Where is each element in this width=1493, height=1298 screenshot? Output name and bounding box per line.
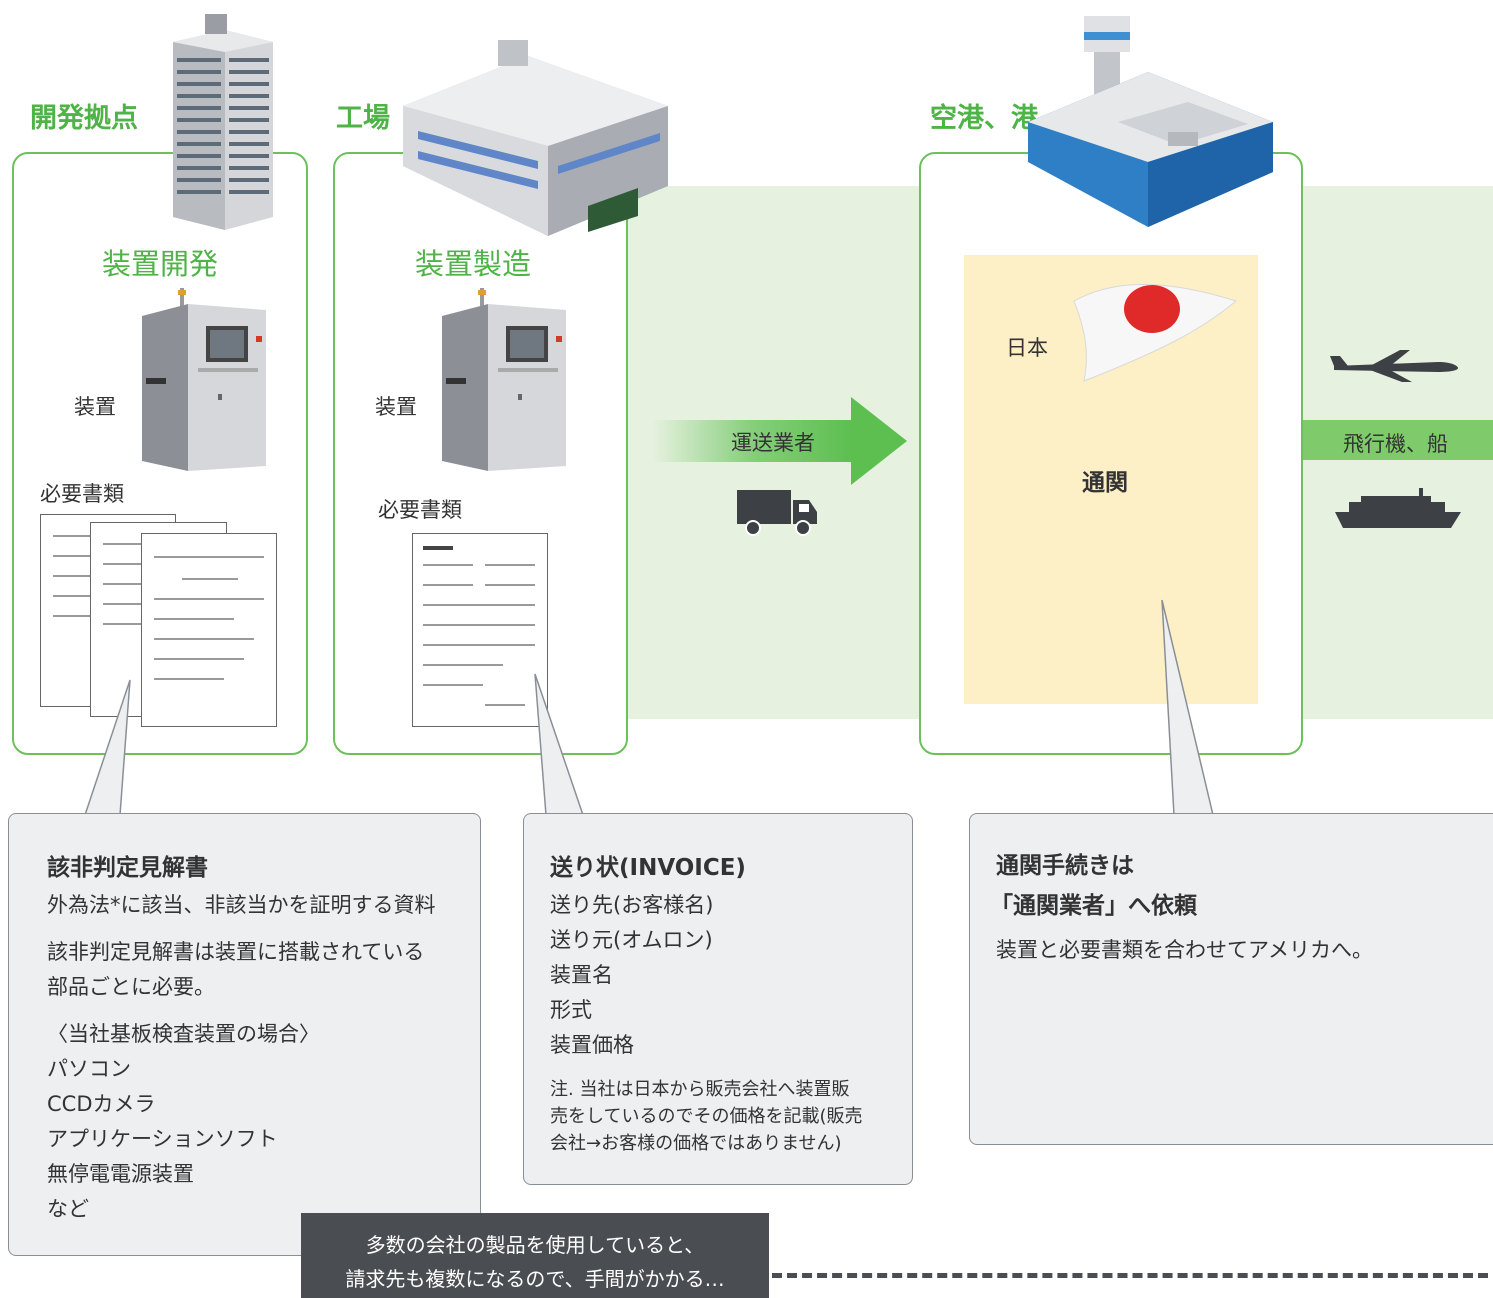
japan-flag-icon [1073, 284, 1238, 382]
port-heading: 空港、港 [930, 103, 1038, 134]
cost-banner: 多数の会社の製品を使用していると、 請求先も複数になるので、手間がかかる… [301, 1213, 769, 1298]
list-item: CCDカメラ [47, 1092, 156, 1116]
dev-title: 装置開発 [101, 247, 218, 281]
country-label: 日本 [1006, 336, 1048, 360]
customs-label: 通関 [1082, 470, 1128, 496]
callout-title: 「通関業者」へ依頼 [990, 893, 1197, 919]
list-item: など [47, 1197, 89, 1221]
dashed-connector [772, 1273, 1488, 1278]
list-item: 送り先(お客様名) [550, 893, 714, 917]
list-item: 装置価格 [550, 1033, 634, 1057]
factory-heading: 工場 [336, 103, 390, 134]
banner-line: 多数の会社の製品を使用していると、 [365, 1233, 705, 1257]
invoice-document [412, 533, 548, 727]
callout-text: 部品ごとに必要。 [47, 975, 215, 999]
factory-title: 装置製造 [414, 247, 531, 281]
list-item: 装置名 [550, 963, 613, 987]
list-item: アプリケーションソフト [47, 1127, 278, 1151]
callout-note: 注. 当社は日本から販売会社へ装置販 [550, 1079, 850, 1100]
customs-callout: 通関手続きは 「通関業者」へ依頼 装置と必要書類を合わせてアメリカへ。 [969, 813, 1493, 1145]
document-page [141, 533, 277, 727]
list-item: パソコン [47, 1057, 131, 1081]
callout-text: 装置と必要書類を合わせてアメリカへ。 [996, 938, 1373, 962]
office-building-icon [173, 14, 273, 230]
callout-note: 会社→お客様の価格ではありません) [550, 1133, 842, 1154]
callout-text: 該非判定見解書は装置に搭載されている [47, 940, 425, 964]
list-item: 送り元(オムロン) [550, 928, 713, 952]
airplane-icon [1330, 350, 1458, 382]
inspection-machine-icon [142, 288, 266, 471]
dev-heading: 開発拠点 [30, 103, 138, 134]
dev-device-label: 装置 [74, 395, 116, 419]
carrier-label: 運送業者 [731, 431, 815, 455]
factory-device-label: 装置 [375, 395, 417, 419]
dev-docs-label: 必要書類 [40, 482, 124, 506]
callout-title: 送り状(INVOICE) [550, 855, 746, 881]
truck-icon [737, 490, 817, 536]
right-arrow-icon [653, 397, 907, 485]
callout-title: 該非判定見解書 [47, 855, 208, 881]
factory-building-icon [403, 40, 668, 236]
callout-title: 通関手続きは [996, 853, 1134, 879]
callout-text: 外為法*に該当、非該当かを証明する資料 [47, 893, 436, 917]
list-item: 無停電電源装置 [47, 1162, 194, 1186]
callout-text: 〈当社基板検査装置の場合〉 [47, 1022, 320, 1046]
modes-strip [1303, 420, 1493, 460]
banner-line: 請求先も複数になるので、手間がかかる… [345, 1267, 725, 1291]
list-item: 形式 [550, 998, 592, 1022]
factory-docs-label: 必要書類 [378, 498, 462, 522]
callout-note: 売をしているのでその価格を記載(販売 [550, 1106, 863, 1127]
judgment-callout: 該非判定見解書 外為法*に該当、非該当かを証明する資料 該非判定見解書は装置に搭… [8, 813, 481, 1256]
inspection-machine-icon [442, 288, 566, 471]
invoice-callout: 送り状(INVOICE) 送り先(お客様名) 送り元(オムロン) 装置名 形式 … [523, 813, 913, 1185]
ship-icon [1335, 488, 1461, 528]
airport-tower-icon [1028, 16, 1273, 227]
modes-label: 飛行機、船 [1343, 432, 1448, 456]
